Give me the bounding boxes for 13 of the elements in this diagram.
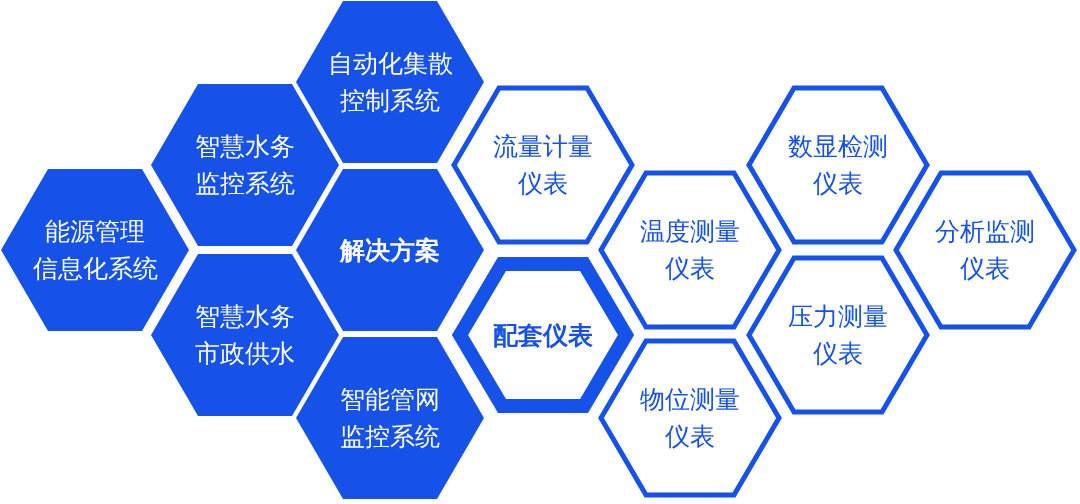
hexagon-label: 配套仪表	[493, 319, 593, 352]
hexagon-label: 压力测量仪表	[788, 301, 888, 370]
hexagon-label: 解决方案	[340, 234, 440, 267]
hexagon-label: 分析监测仪表	[935, 216, 1035, 285]
hexagon-label: 温度测量仪表	[640, 216, 740, 285]
hexagon-label: 智慧水务监控系统	[195, 131, 295, 200]
hexagon-label: 自动化集散控制系统	[327, 48, 453, 117]
hexagon-label: 智慧水务市政供水	[195, 301, 295, 370]
hexagon-label: 数显检测仪表	[788, 131, 888, 200]
hexagon-label: 物位测量仪表	[640, 384, 740, 453]
hexagon-label: 智能管网监控系统	[340, 384, 440, 453]
hexagon-label: 流量计量仪表	[493, 131, 593, 200]
hexagon-label: 能源管理信息化系统	[32, 216, 158, 285]
